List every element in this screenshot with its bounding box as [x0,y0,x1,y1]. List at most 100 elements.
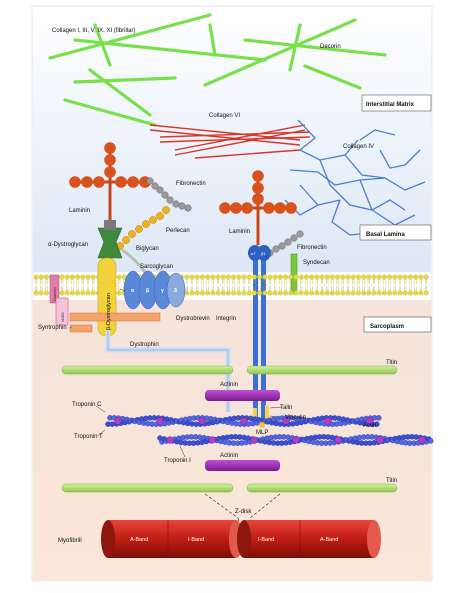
label-actinin-top: Actinin [220,382,238,388]
lipid-head [418,290,424,296]
lipid-head [189,274,195,280]
lipid-head [303,290,309,296]
perlecan [116,206,170,250]
sarcoplasm-box [363,316,432,333]
lipid-head [402,290,408,296]
lipid-head [225,290,231,296]
lipid-head [345,274,351,280]
lipid-head [407,290,413,296]
lipid-head [267,290,273,296]
troponin-marker [240,417,248,425]
lipid-head [355,290,361,296]
lipid-head [246,290,252,296]
nnos [55,297,69,326]
label-biglycan: Biglycan [136,246,159,252]
integrin [248,245,271,420]
label-fibronectin-left: Fibronectin [176,181,206,187]
label-collagen-fibrillar: Collagen I, III, V, IX, XI (fibrillar) [52,28,135,34]
lipid-head [272,290,278,296]
lipid-head [75,274,81,280]
lipid-head [85,274,91,280]
lipid-head [189,290,195,296]
label-sarcoglycan: Sarcoglycan [140,264,173,270]
lipid-head [80,290,86,296]
lipid-head [215,274,221,280]
lipid-head [246,274,252,280]
lipid-head [38,290,44,296]
lipid-head [392,274,398,280]
label-beta-dystroglycan: β-Dystroglycan [106,293,112,330]
troponin-marker [114,417,122,425]
troponin-marker [334,436,342,444]
lipid-head [366,274,372,280]
mlp [259,422,265,428]
lipid-head [423,290,429,296]
lipid-head [319,290,325,296]
lipid-head [309,274,315,280]
label-z-disk: Z-disk [235,509,252,515]
lipid-head [423,274,429,280]
lipid-head [335,290,341,296]
titin-bottom-right [246,483,398,493]
lipid-head [345,290,351,296]
lipid-head [90,274,96,280]
lipid-head [413,290,419,296]
lipid-head [288,274,294,280]
integrin-beta-label: β1 [261,251,266,256]
label-interstitial-matrix: Interstitial Matrix [366,102,415,108]
sarcoglycan-sub-d: δ [174,288,177,294]
lipid-head [194,274,200,280]
sarcoglycan-complex [123,270,186,310]
label-troponin-t: Troponin T [74,434,103,440]
myofibril-right [237,520,381,558]
lipid-head [225,274,231,280]
troponin-marker [418,436,426,444]
label-talin: Talin [280,405,292,411]
lipid-head [413,274,419,280]
fibronectin-left [146,177,192,212]
actin-bead [376,415,382,421]
lipid-head [397,274,403,280]
fibrillar-collagen [48,13,387,127]
lipid-head [293,290,299,296]
lipid-head [64,274,70,280]
lipid-head [210,274,216,280]
label-a-band-left: A-Band [130,537,148,543]
lipid-head [85,290,91,296]
lipid-head [298,290,304,296]
lipid-head [236,290,242,296]
titin-bottom-left [61,483,234,493]
lipid-head [355,274,361,280]
label-a-band-right: A-Band [320,537,338,543]
lipid-head [309,290,315,296]
collagen-vi [149,124,311,159]
lipid-head [361,290,367,296]
syndecan [290,253,298,295]
troponin-marker [282,417,290,425]
lipid-head [257,274,263,280]
lipid-head [283,290,289,296]
lipid-head [251,274,257,280]
label-i-band-left: I-Band [188,537,204,543]
label-nnos: nNOS [61,312,65,322]
label-collagen-iv: Collagen IV [343,144,374,150]
label-actin: Actin [363,423,376,429]
collagen-iv-network [284,119,426,236]
alpha-dystroglycan [97,227,123,259]
troponin-marker [324,417,332,425]
label-decorin: Decorin [320,44,341,50]
interstitial-matrix-box [361,94,432,112]
lipid-head [335,274,341,280]
label-laminin-right: Laminin [229,229,250,235]
lipid-head [262,290,268,296]
label-titin-bottom: Titin [386,478,397,484]
laminin-right [219,170,297,245]
troponin-marker [250,436,258,444]
label-troponin-c: Troponin C [72,402,102,408]
label-mlp: MLP [256,430,268,436]
titin-top-right [246,365,398,375]
lipid-head [257,290,263,296]
lipid-head [43,274,49,280]
myofibril-left [101,520,243,558]
lipid-head [184,274,190,280]
